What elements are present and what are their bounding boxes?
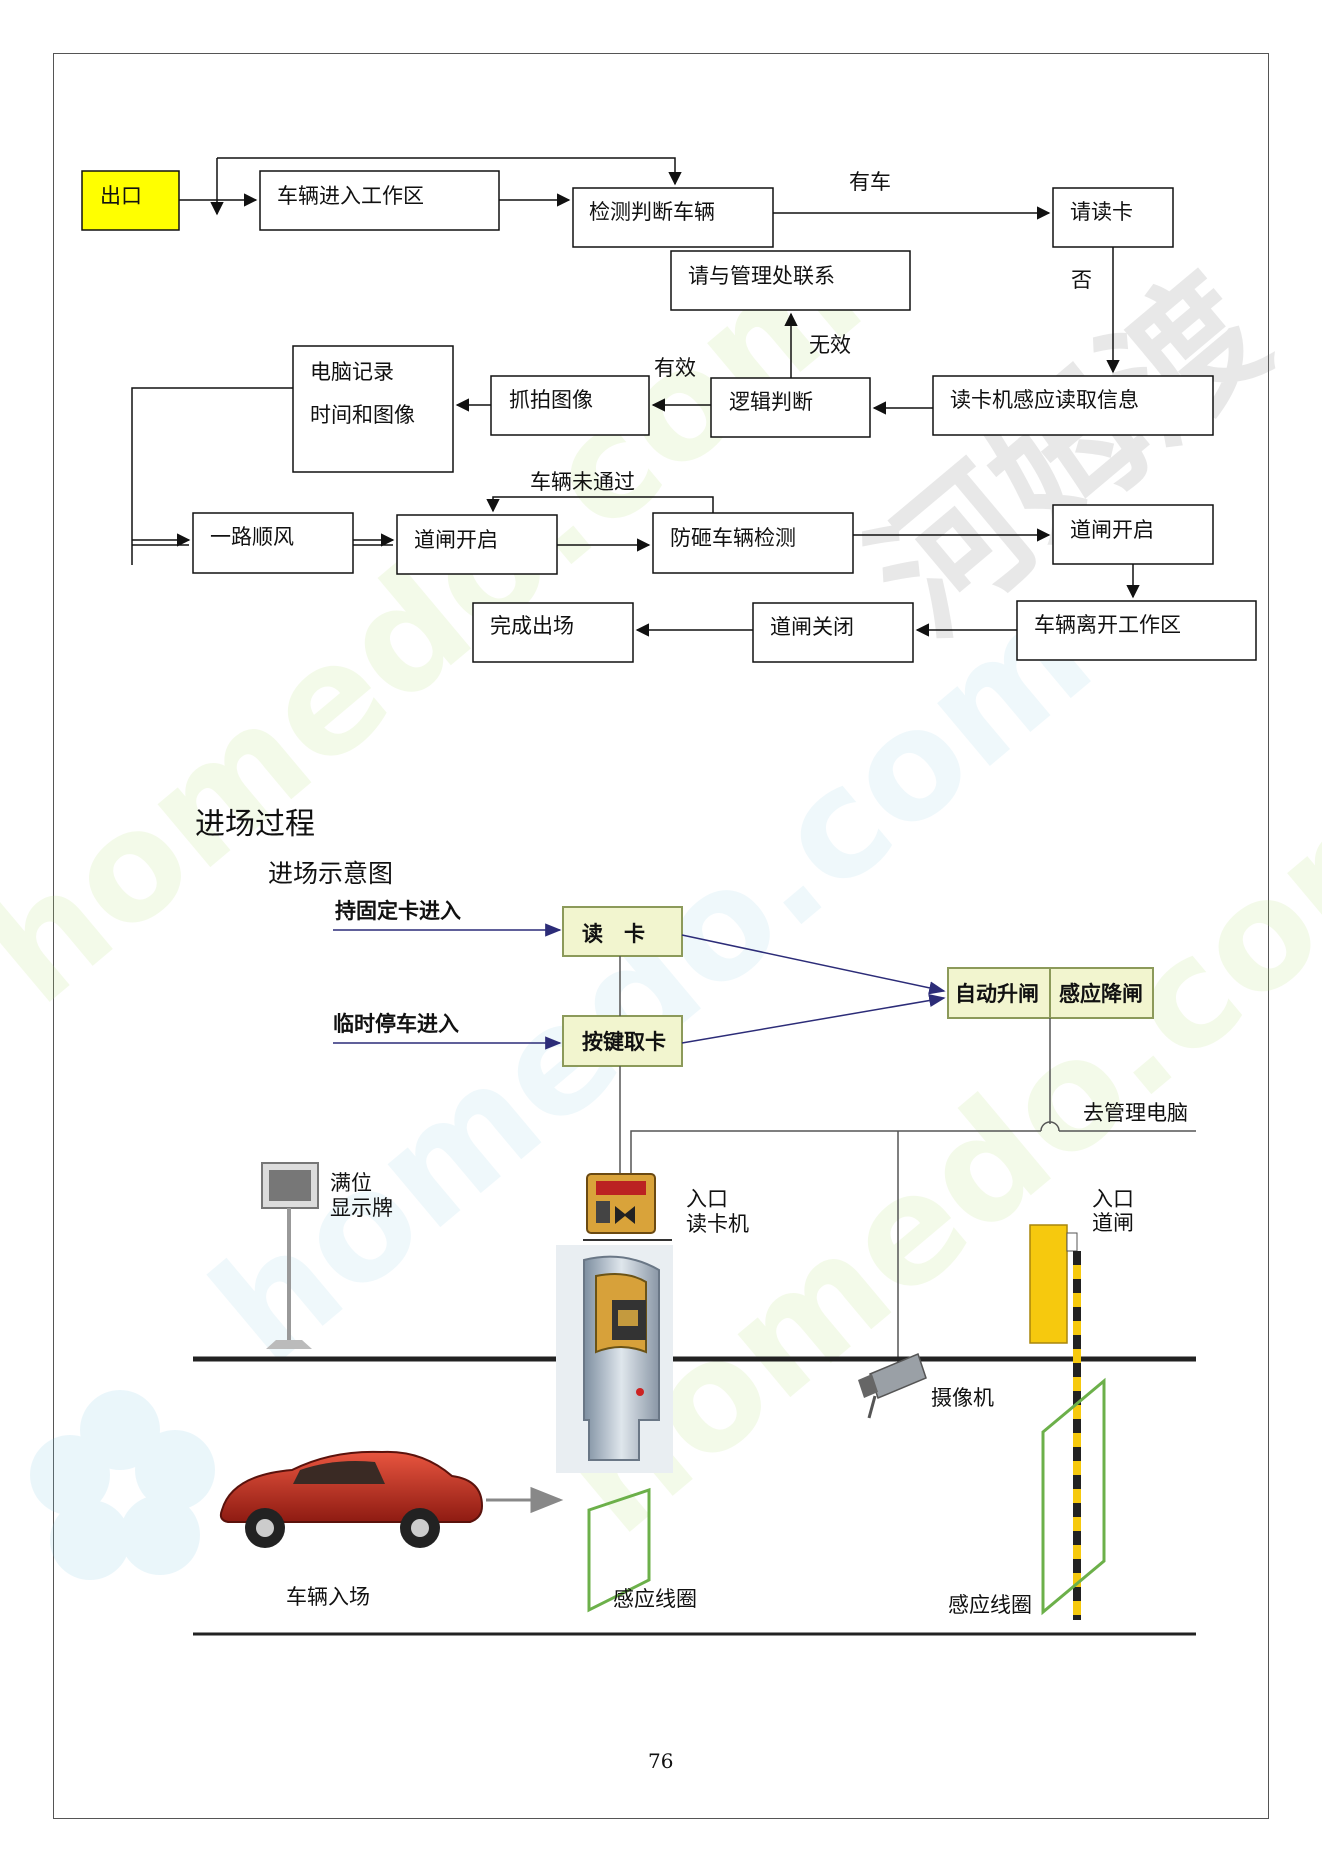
- entry-reader-label-line1: 入口: [686, 1187, 728, 1211]
- auto-raise-label: 自动升闸: [955, 982, 1039, 1006]
- contact-admin-box: [670, 250, 911, 311]
- press-take-card-box: [562, 1015, 683, 1067]
- induction-loop-2: [1041, 1377, 1106, 1616]
- finish-exit-box: [472, 602, 634, 663]
- arrow-loop-to-detect: [217, 157, 682, 186]
- car-icon: [219, 1450, 484, 1548]
- temp-parking-entry-label: 临时停车进入: [333, 1012, 459, 1036]
- invalid-label: 无效: [809, 333, 851, 357]
- read-card-box: [562, 906, 683, 957]
- detect-vehicle-box: [572, 187, 774, 248]
- arrow-not-passed: [486, 496, 714, 513]
- vehicle-leave-label: 车辆离开工作区: [1034, 613, 1181, 637]
- gate-open-box-1: [396, 514, 558, 575]
- pc-record-label-line1: 电脑记录: [310, 360, 394, 384]
- entry-reader-label-line2: 读卡机: [686, 1212, 749, 1236]
- gate-open-label-2: 道闸开启: [1070, 518, 1154, 542]
- gate-open-box-2: [1052, 504, 1214, 565]
- flowchart-labels: 出口 车辆进入工作区 检测判断车辆 有车 请读卡 请与管理处联系 否 无效 有效…: [100, 170, 1181, 639]
- entry-gate-label-line1: 入口: [1092, 1187, 1134, 1211]
- detect-vehicle-label: 检测判断车辆: [589, 200, 715, 224]
- reader-sense-label: 读卡机感应读取信息: [950, 388, 1139, 412]
- arrow-read-to-gate: [681, 934, 946, 995]
- no-label: 否: [1071, 268, 1092, 292]
- anti-smash-box: [652, 512, 854, 574]
- ticket-kiosk-icon: [556, 1245, 673, 1473]
- press-take-card-label: 按键取卡: [582, 1030, 666, 1054]
- bon-voyage-box: [192, 512, 354, 574]
- anti-smash-label: 防砸车辆检测: [670, 526, 796, 550]
- exit-box: [81, 170, 180, 231]
- wire-crossover: [1040, 1121, 1060, 1132]
- entry-section-title: 进场过程: [195, 807, 315, 842]
- gate-close-label: 道闸关闭: [770, 615, 854, 639]
- capture-image-box: [490, 375, 650, 436]
- bon-voyage-label: 一路顺风: [210, 525, 294, 549]
- line-record-down: [131, 387, 293, 565]
- sense-lower-box: [1049, 967, 1154, 1019]
- enter-zone-box: [259, 170, 500, 231]
- entry-diagram: 持固定卡进入 临时停车进入 读 卡 按键取卡 自动升闸 感应降闸 去管理电脑: [193, 899, 1196, 1636]
- read-card-label: 读 卡: [582, 922, 645, 946]
- entry-gate-icon: [1029, 1224, 1081, 1620]
- watermark-flower-icon: [30, 1390, 215, 1580]
- full-sign-label-line1: 满位: [330, 1171, 372, 1195]
- entry-card-reader-icon: [583, 1173, 672, 1241]
- full-sign-icon: [261, 1162, 319, 1349]
- full-sign-label-line2: 显示牌: [330, 1196, 393, 1220]
- wire-to-pc-a: [630, 1130, 1041, 1174]
- loop-1-label: 感应线圈: [613, 1587, 697, 1611]
- arrow-take-to-gate: [681, 994, 946, 1044]
- pc-record-label-line2: 时间和图像: [310, 403, 415, 427]
- read-card-prompt-label: 请读卡: [1070, 200, 1133, 224]
- enter-zone-label: 车辆进入工作区: [277, 184, 424, 208]
- gate-close-box: [752, 602, 914, 663]
- logic-judge-label: 逻辑判断: [729, 390, 813, 414]
- to-mgmt-pc-label: 去管理电脑: [1083, 1101, 1188, 1125]
- entry-diagram-subtitle: 进场示意图: [268, 859, 393, 888]
- pc-record-box: [292, 345, 454, 473]
- vehicle-leave-box: [1016, 600, 1257, 661]
- loop-2-label: 感应线圈: [948, 1593, 1032, 1617]
- contact-admin-label: 请与管理处联系: [688, 264, 835, 288]
- exit-flowchart: [81, 157, 1257, 663]
- reader-sense-box: [932, 375, 1214, 436]
- camera-label: 摄像机: [931, 1386, 994, 1410]
- page-border: [53, 53, 1269, 1819]
- fixed-card-entry-label: 持固定卡进入: [335, 899, 461, 923]
- has-vehicle-label: 有车: [849, 170, 891, 194]
- gate-open-label-1: 道闸开启: [414, 528, 498, 552]
- induction-loop-1: [587, 1487, 651, 1613]
- vehicle-entry-label: 车辆入场: [286, 1585, 370, 1609]
- exit-label: 出口: [100, 184, 142, 208]
- logic-judge-box: [710, 377, 871, 438]
- page-number: 76: [648, 1749, 673, 1773]
- finish-exit-label: 完成出场: [490, 614, 574, 638]
- camera-icon: [858, 1352, 927, 1419]
- valid-label: 有效: [654, 356, 696, 380]
- entry-gate-label-line2: 道闸: [1092, 1211, 1134, 1235]
- capture-image-label: 抓拍图像: [509, 388, 593, 412]
- sense-lower-label: 感应降闸: [1059, 982, 1143, 1006]
- not-passed-label: 车辆未通过: [530, 470, 635, 494]
